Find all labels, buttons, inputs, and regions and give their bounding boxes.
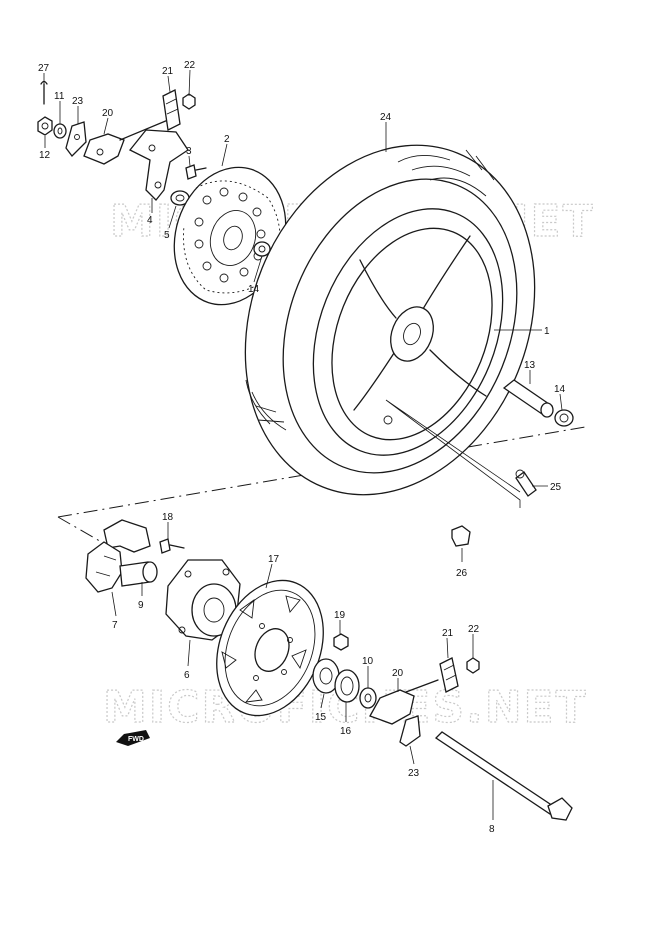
callout-1: 1 bbox=[544, 326, 550, 337]
callout-4: 4 bbox=[147, 215, 153, 226]
callout-22-lower: 22 bbox=[468, 624, 480, 635]
part-12-nut bbox=[37, 116, 53, 136]
part-14-spacer-right bbox=[554, 409, 574, 427]
fwd-label: FWD bbox=[128, 736, 144, 743]
part-23-chain-adjuster-plate-lower bbox=[399, 715, 421, 747]
callout-15: 15 bbox=[315, 712, 327, 723]
callout-18: 18 bbox=[162, 512, 174, 523]
callout-21: 21 bbox=[162, 66, 174, 77]
part-13-spacer bbox=[502, 379, 554, 418]
part-8-rear-axle bbox=[434, 731, 573, 821]
callout-26: 26 bbox=[456, 568, 468, 579]
fwd-direction-arrow: FWD bbox=[116, 730, 150, 746]
part-6-sprocket-hub bbox=[165, 559, 241, 641]
callout-9: 9 bbox=[138, 600, 144, 611]
callout-12: 12 bbox=[39, 150, 51, 161]
part-9-spacer bbox=[119, 561, 158, 587]
callout-leaders bbox=[43, 69, 563, 820]
callout-11: 11 bbox=[54, 91, 65, 102]
part-14-spacer-left bbox=[253, 241, 271, 257]
callout-14: 14 bbox=[248, 284, 260, 295]
callout-27: 27 bbox=[38, 63, 50, 74]
part-4-caliper-bracket bbox=[128, 129, 189, 201]
callout-6: 6 bbox=[184, 670, 190, 681]
part-27-cotter-pin bbox=[40, 80, 48, 105]
callout-24: 24 bbox=[380, 112, 392, 123]
callout-21-lower: 21 bbox=[442, 628, 454, 639]
wheel-axis-reference bbox=[385, 399, 521, 508]
part-21-adjuster-bolt bbox=[162, 89, 181, 131]
callout-14-right: 14 bbox=[554, 384, 566, 395]
callout-17: 17 bbox=[268, 554, 280, 565]
callout-20-lower: 20 bbox=[392, 668, 404, 679]
part-23-chain-adjuster-plate bbox=[65, 121, 87, 157]
callout-23-lower: 23 bbox=[408, 768, 420, 779]
callout-10: 10 bbox=[362, 656, 374, 667]
callout-3: 3 bbox=[186, 146, 192, 157]
callout-16: 16 bbox=[340, 726, 352, 737]
part-24-rear-tire bbox=[244, 144, 536, 496]
part-16-oil-seal bbox=[334, 669, 360, 703]
callout-22: 22 bbox=[184, 60, 196, 71]
part-19-nut bbox=[333, 633, 349, 651]
part-22-nut-lower bbox=[466, 657, 480, 674]
part-1-rear-wheel bbox=[312, 208, 504, 456]
callout-5: 5 bbox=[164, 230, 170, 241]
part-11-washer bbox=[53, 123, 67, 139]
callout-20: 20 bbox=[102, 108, 114, 119]
part-3-bolt bbox=[185, 164, 207, 180]
part-22-nut bbox=[182, 93, 196, 110]
callout-7: 7 bbox=[112, 620, 118, 631]
callout-25: 25 bbox=[550, 482, 562, 493]
callout-23: 23 bbox=[72, 96, 84, 107]
part-18-bolt bbox=[159, 538, 185, 554]
part-20-chain-adjuster bbox=[83, 119, 169, 165]
callout-8: 8 bbox=[489, 824, 495, 835]
part-20-chain-adjuster-lower bbox=[369, 679, 439, 725]
callout-19: 19 bbox=[334, 610, 346, 621]
callout-2: 2 bbox=[224, 134, 230, 145]
callout-labels: 27 11 23 20 21 22 12 2 3 4 5 14 24 1 13 … bbox=[38, 60, 566, 835]
part-21-adjuster-bolt-lower bbox=[439, 657, 459, 693]
part-10-spacer bbox=[359, 687, 377, 709]
part-26-clip bbox=[451, 525, 471, 547]
part-25-air-valve bbox=[515, 469, 537, 497]
callout-13: 13 bbox=[524, 360, 536, 371]
part-7-damper bbox=[85, 519, 151, 593]
